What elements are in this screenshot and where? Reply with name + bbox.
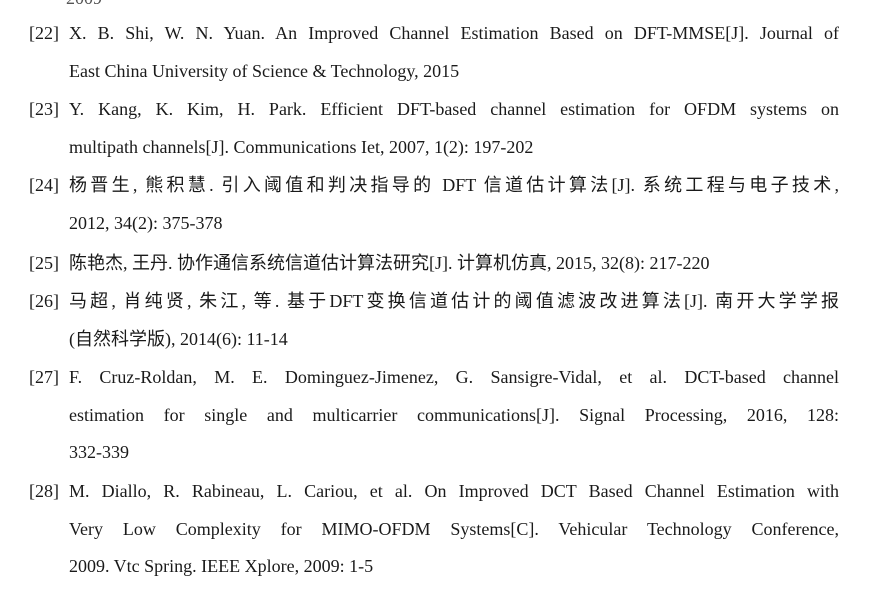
reference-27: [27] F. Cruz-Roldan, M. E. Dominguez-Jim… bbox=[29, 359, 839, 472]
reference-number: [22] bbox=[29, 23, 59, 43]
reference-text-line: 马超, 肖纯贤, 朱江, 等. 基于DFT变换信道估计的阈值滤波改进算法[J].… bbox=[69, 291, 839, 311]
reference-number: [26] bbox=[29, 291, 59, 311]
reference-23: [23] Y. Kang, K. Kim, H. Park. Efficient… bbox=[29, 91, 839, 166]
reference-number: [23] bbox=[29, 99, 59, 119]
reference-text-line: 2009. Vtc Spring. IEEE Xplore, 2009: 1-5 bbox=[69, 556, 374, 576]
reference-number: [25] bbox=[29, 253, 59, 273]
cut-off-previous-line: 2009 bbox=[66, 0, 102, 9]
reference-number: [24] bbox=[29, 175, 59, 195]
reference-22: [22] X. B. Shi, W. N. Yuan. An Improved … bbox=[29, 15, 839, 90]
reference-text-line: 杨晋生, 熊积慧. 引入阈值和判决指导的 DFT 信道估计算法[J]. 系统工程… bbox=[69, 175, 839, 195]
reference-text-line: estimation for single and multicarrier c… bbox=[69, 404, 839, 425]
reference-text-line: multipath channels[J]. Communications Ie… bbox=[69, 136, 534, 157]
reference-text-line: 陈艳杰, 王丹. 协作通信系统信道估计算法研究[J]. 计算机仿真, 2015,… bbox=[69, 253, 710, 273]
reference-text-line: F. Cruz-Roldan, M. E. Dominguez-Jimenez,… bbox=[69, 367, 839, 387]
reference-28: [28] M. Diallo, R. Rabineau, L. Cariou, … bbox=[29, 473, 839, 586]
reference-25: [25] 陈艳杰, 王丹. 协作通信系统信道估计算法研究[J]. 计算机仿真, … bbox=[29, 245, 839, 283]
reference-24: [24] 杨晋生, 熊积慧. 引入阈值和判决指导的 DFT 信道估计算法[J].… bbox=[29, 167, 839, 242]
reference-number: [28] bbox=[29, 481, 59, 501]
reference-text-line: 332-339 bbox=[69, 442, 129, 462]
reference-text-line: Y. Kang, K. Kim, H. Park. Efficient DFT-… bbox=[69, 99, 839, 119]
reference-text-line: X. B. Shi, W. N. Yuan. An Improved Chann… bbox=[69, 23, 839, 43]
reference-text-line: M. Diallo, R. Rabineau, L. Cariou, et al… bbox=[69, 481, 839, 501]
reference-26: [26] 马超, 肖纯贤, 朱江, 等. 基于DFT变换信道估计的阈值滤波改进算… bbox=[29, 283, 839, 358]
reference-text-line: (自然科学版), 2014(6): 11-14 bbox=[69, 328, 288, 349]
reference-text-line: 2012, 34(2): 375-378 bbox=[69, 212, 223, 233]
reference-text-line: Very Low Complexity for MIMO-OFDM System… bbox=[69, 518, 839, 539]
reference-text-line: East China University of Science & Techn… bbox=[69, 60, 460, 81]
reference-number: [27] bbox=[29, 367, 59, 387]
